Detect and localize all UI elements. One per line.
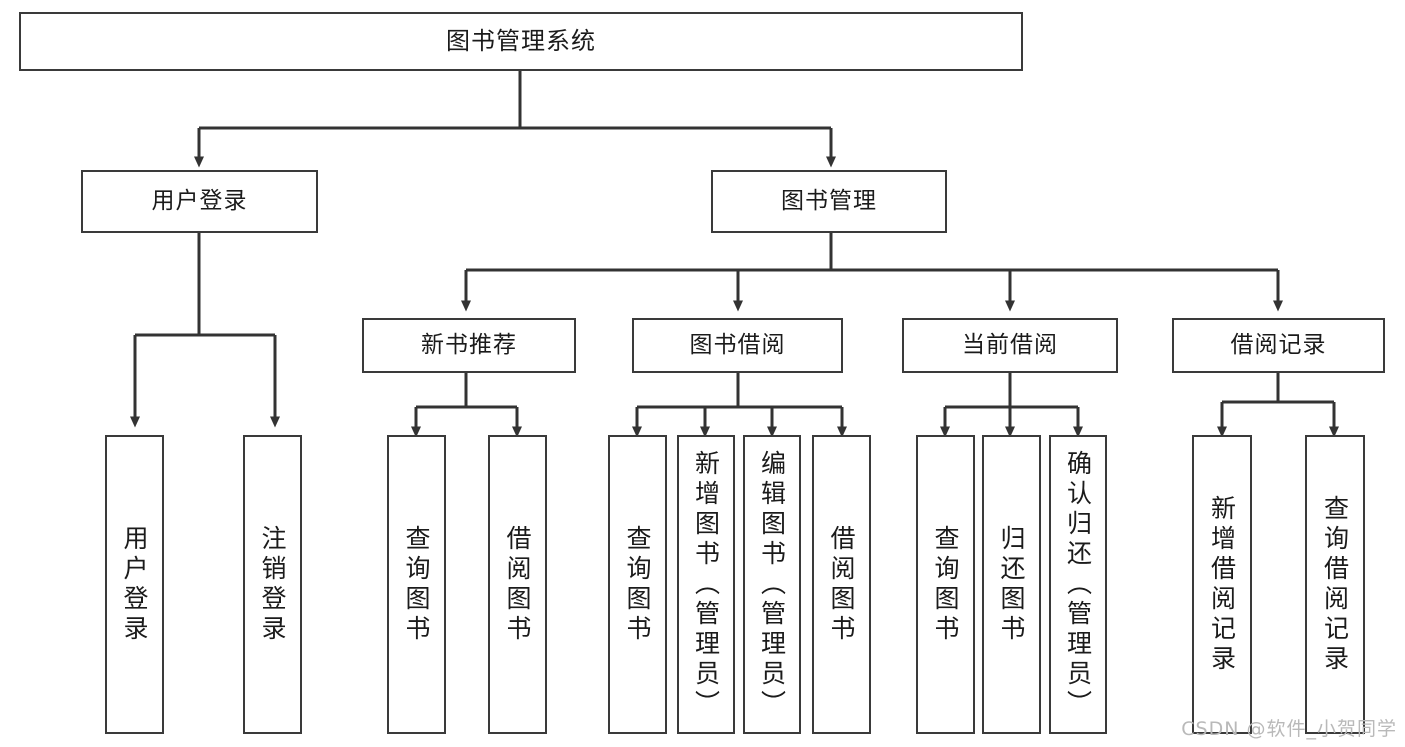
node-label: 借阅图书 xyxy=(827,524,856,645)
leaf-new-book-query-books[interactable]: 查询图书 xyxy=(387,435,446,734)
leaf-user-login-signout[interactable]: 注销登录 xyxy=(243,435,302,734)
leaf-borrow-record-query-record[interactable]: 查询借阅记录 xyxy=(1305,435,1365,734)
leaf-current-borrow-confirm-return-admin[interactable]: 确认归还（管理员） xyxy=(1049,435,1107,734)
node-root-system[interactable]: 图书管理系统 xyxy=(19,12,1023,71)
node-borrow-record[interactable]: 借阅记录 xyxy=(1172,318,1385,373)
node-label: 用户登录 xyxy=(120,524,149,645)
node-current-borrow[interactable]: 当前借阅 xyxy=(902,318,1118,373)
node-label: 用户登录 xyxy=(151,187,248,214)
node-label: 查询图书 xyxy=(623,524,652,645)
leaf-book-borrow-query-books[interactable]: 查询图书 xyxy=(608,435,667,734)
node-label: 新增图书（管理员） xyxy=(691,449,721,720)
node-label: 借阅图书 xyxy=(503,524,532,645)
node-label: 查询图书 xyxy=(931,524,960,645)
node-book-borrow[interactable]: 图书借阅 xyxy=(632,318,843,373)
node-new-book-recommend[interactable]: 新书推荐 xyxy=(362,318,576,373)
node-book-management[interactable]: 图书管理 xyxy=(711,170,947,233)
node-label: 借阅记录 xyxy=(1230,331,1327,358)
node-label: 注销登录 xyxy=(258,524,287,645)
node-label: 确认归还（管理员） xyxy=(1063,449,1093,720)
node-label: 查询借阅记录 xyxy=(1320,494,1350,675)
node-label: 编辑图书（管理员） xyxy=(757,449,787,720)
node-label: 图书借阅 xyxy=(689,331,786,358)
leaf-borrow-record-add-record[interactable]: 新增借阅记录 xyxy=(1192,435,1252,734)
leaf-book-borrow-borrow-books[interactable]: 借阅图书 xyxy=(812,435,871,734)
csdn-watermark: CSDN @软件_小贺同学 xyxy=(1181,718,1397,740)
node-label: 查询图书 xyxy=(402,524,431,645)
leaf-new-book-borrow-books[interactable]: 借阅图书 xyxy=(488,435,547,734)
node-label: 归还图书 xyxy=(997,524,1026,645)
leaf-book-borrow-edit-book-admin[interactable]: 编辑图书（管理员） xyxy=(743,435,801,734)
node-label: 当前借阅 xyxy=(962,331,1058,358)
node-label: 图书管理 xyxy=(781,187,877,214)
leaf-user-login-signin[interactable]: 用户登录 xyxy=(105,435,164,734)
node-label: 图书管理系统 xyxy=(446,27,596,56)
node-user-login[interactable]: 用户登录 xyxy=(81,170,318,233)
node-label: 新书推荐 xyxy=(421,331,517,358)
leaf-current-borrow-query-books[interactable]: 查询图书 xyxy=(916,435,975,734)
leaf-book-borrow-add-book-admin[interactable]: 新增图书（管理员） xyxy=(677,435,735,734)
node-label: 新增借阅记录 xyxy=(1207,494,1237,675)
leaf-current-borrow-return-books[interactable]: 归还图书 xyxy=(982,435,1041,734)
